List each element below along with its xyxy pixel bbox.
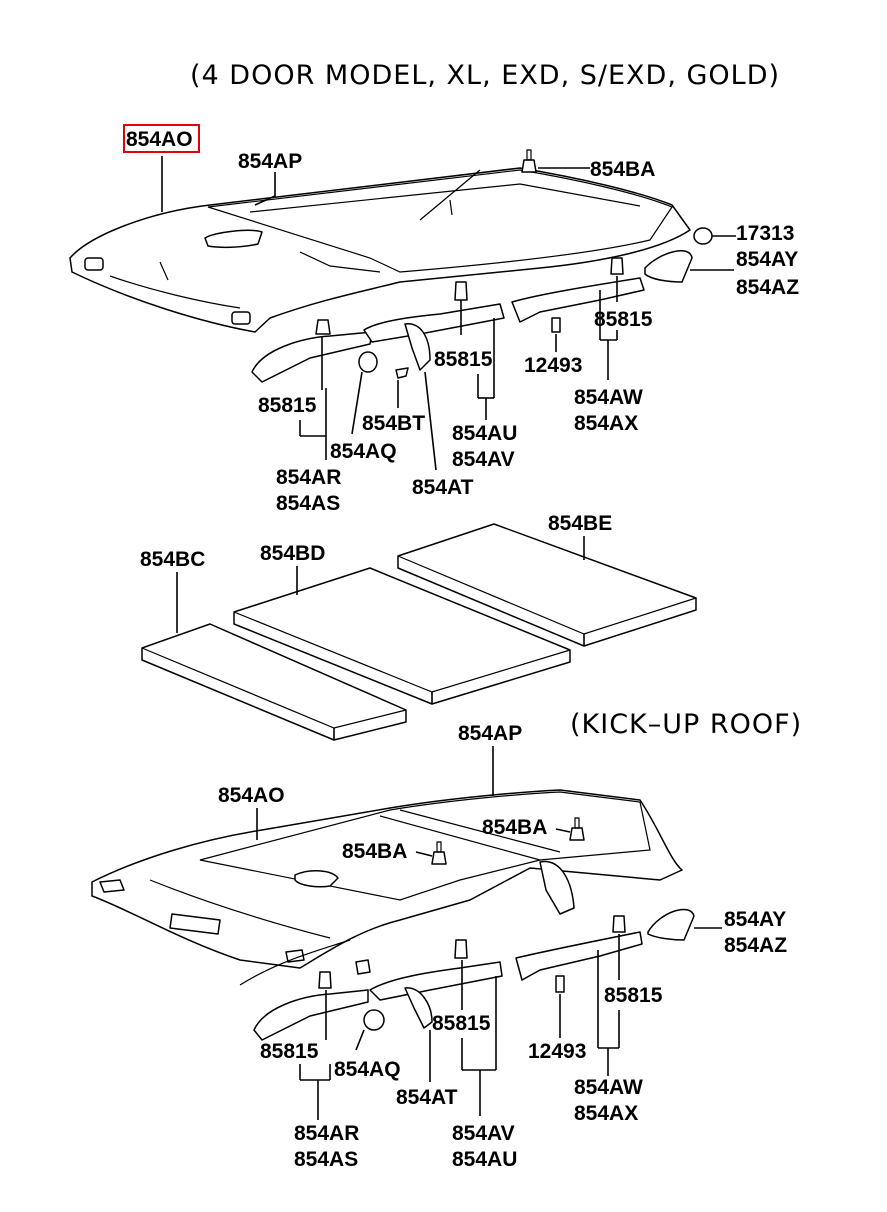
label-854AR-bottom: 854AR [294,1122,359,1145]
top-headliner-assembly [69,167,691,333]
kickup-headliner-854AO [91,789,683,969]
label-854AQ: 854AQ [330,440,397,463]
clip-bottom-left [355,959,371,975]
label-854AQ-bottom: 854AQ [334,1058,401,1081]
rail-854AR [251,319,373,460]
label-854AU: 854AU [452,422,517,445]
label-854BA: 854BA [590,158,655,181]
label-854AO: 854AO [126,128,193,151]
leader-854AP-top [254,172,276,206]
label-85815-right: 85815 [594,308,653,331]
label-854AO-bottom: 854AO [218,784,285,807]
label-854BA-b: 854BA [342,840,407,863]
clip-854BA [521,149,590,173]
rail-854AV-bottom [369,939,503,1116]
label-854AP-bottom: 854AP [458,722,522,745]
label-854AZ-bottom: 854AZ [724,934,787,957]
label-17313: 17313 [736,222,794,245]
rail-854AU [363,281,505,471]
label-85815-mid-bottom: 85815 [432,1012,491,1035]
bracket-854AY-bottom [647,908,722,941]
screw-12493 [551,317,561,352]
label-854AY: 854AY [736,248,798,271]
label-12493: 12493 [524,354,582,377]
label-854BT: 854BT [362,412,425,435]
cap-854AQ [351,351,378,435]
clip-854BA-a [555,817,585,841]
caption-kick-up-roof: (KICK–UP ROOF) [570,709,802,740]
rail-854AW-bottom [515,915,643,1076]
bracket-854AY [644,250,734,283]
label-85815-left-bottom: 85815 [260,1040,319,1063]
label-854AV: 854AV [452,448,515,471]
clip-854BA-b [415,841,447,865]
label-85815-right-bottom: 85815 [604,984,663,1007]
label-854AP: 854AP [238,150,302,173]
console-cutout [204,229,263,249]
label-854AS-bottom: 854AS [294,1148,358,1171]
label-854AW-bottom: 854AW [574,1076,643,1099]
kickup-headliner-assembly [91,789,683,986]
label-854AY-bottom: 854AY [724,908,786,931]
label-854AT-bottom: 854AT [396,1086,458,1109]
caption-model: (4 DOOR MODEL, XL, EXD, S/EXD, GOLD) [190,60,780,91]
kickup-panel-854AP [199,791,651,901]
rail-854AR-bottom [253,971,369,1120]
label-854AR: 854AR [276,466,341,489]
label-12493-bottom: 12493 [528,1040,586,1063]
screw-12493-bottom [555,975,565,1038]
label-854BE: 854BE [548,512,612,535]
headliner-854AO [69,167,691,333]
label-854BA-a: 854BA [482,816,547,839]
screw-854BT [395,367,409,408]
highlight-box-854AO [123,124,200,153]
pad-854BD [233,566,571,705]
label-854AU-bottom: 854AU [452,1148,517,1171]
label-854AS: 854AS [276,492,340,515]
label-854BD: 854BD [260,542,325,565]
label-85815-mid: 85815 [434,348,493,371]
label-854AX: 854AX [574,412,638,435]
label-854AT: 854AT [412,476,474,499]
rail-854AW [511,257,645,380]
label-854AV-bottom: 854AV [452,1122,515,1145]
label-854BC: 854BC [140,548,205,571]
cap-854AQ-bottom [355,1009,385,1051]
label-854AZ: 854AZ [736,276,799,299]
pad-854BE [397,523,697,647]
label-854AW: 854AW [574,386,643,409]
label-85815-left: 85815 [258,394,317,417]
label-854AX-bottom: 854AX [574,1102,638,1125]
grommet-17313 [693,227,736,245]
headliner-panel-854AP [207,169,673,273]
pad-854BC [141,572,407,741]
